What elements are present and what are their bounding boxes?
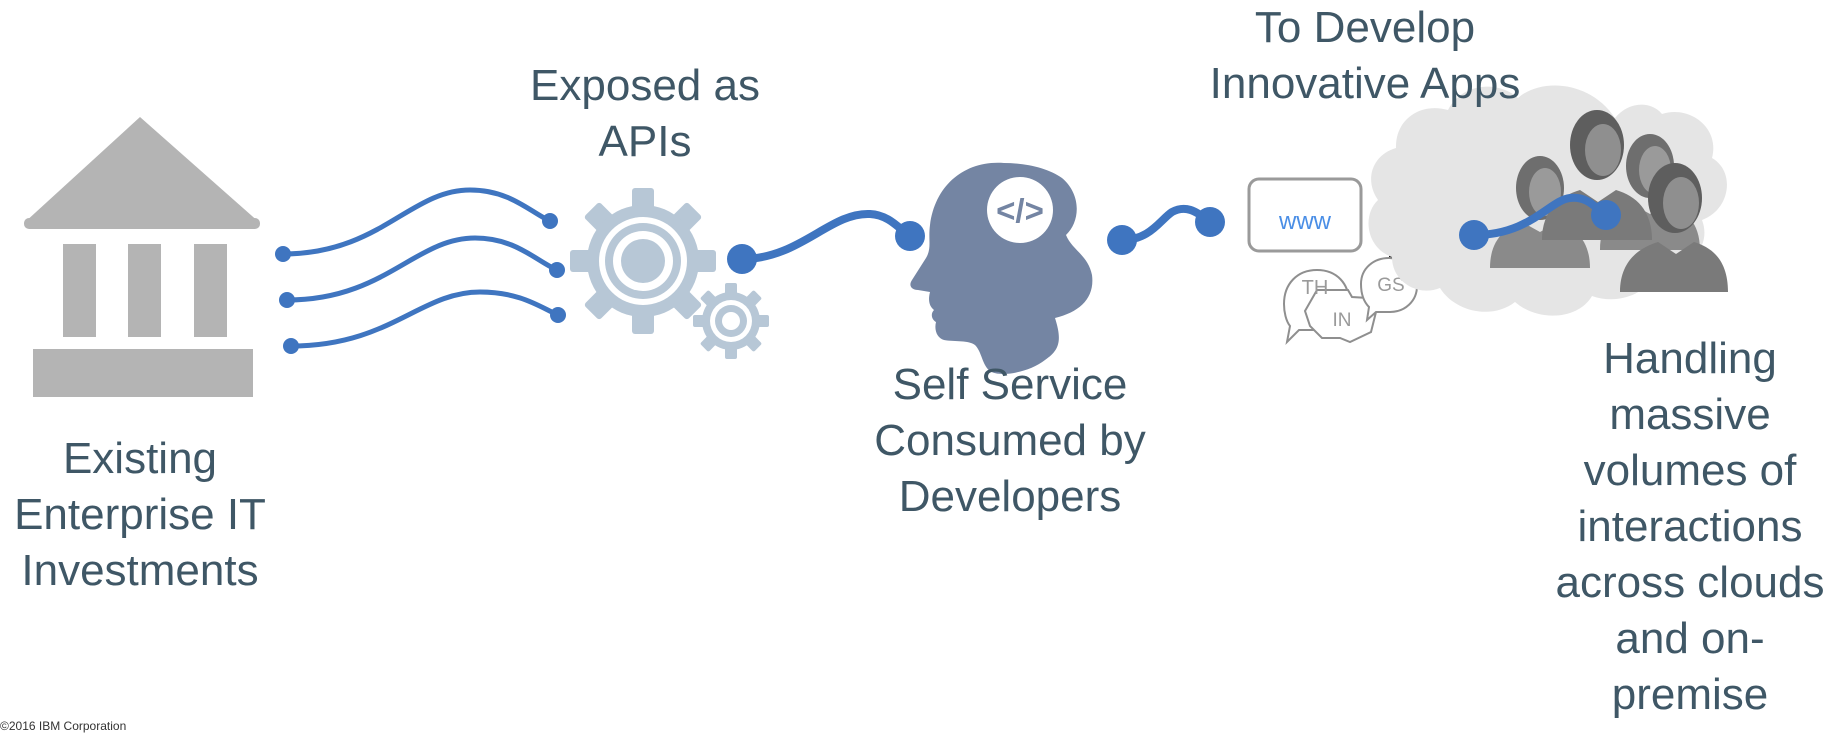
label-line: Exposed as: [530, 61, 760, 110]
label-line: massive: [1609, 390, 1771, 439]
label-line: Existing: [62, 434, 218, 483]
connector-dot: [549, 262, 565, 278]
bubble-in-label: IN: [1333, 310, 1352, 331]
connector-dot: [283, 338, 299, 354]
label-line: interactions: [1577, 502, 1803, 551]
label-line: Innovative Apps: [1209, 59, 1521, 108]
gears-icon: [570, 188, 769, 359]
connector-dot: [1195, 207, 1225, 237]
connector-dot: [542, 213, 558, 229]
label-line: Handling: [1603, 334, 1777, 383]
label-line: Investments: [21, 546, 259, 595]
connector-dot: [279, 292, 295, 308]
bank-building-icon: [24, 117, 260, 397]
copyright-notice: ©2016 IBM Corporation: [0, 719, 127, 733]
label-line: premise: [1611, 670, 1769, 719]
api-connector-lines: [280, 187, 561, 349]
label-line: To Develop: [1254, 3, 1476, 52]
label-apis: Exposed as APIs: [500, 58, 790, 170]
connector-dot: [1459, 220, 1489, 250]
connector-developers-to-apps: [1107, 204, 1225, 255]
label-line: Developers: [898, 472, 1122, 521]
bubble-th-label: TH: [1302, 277, 1329, 299]
connector-line-1: [280, 187, 553, 257]
connector-dot: [727, 244, 757, 274]
label-developers: Self Service Consumed by Developers: [850, 357, 1170, 525]
bubble-gs-label: GS: [1377, 275, 1404, 296]
connector-dot: [1107, 225, 1137, 255]
label-line: Enterprise IT: [14, 490, 266, 539]
connector-line-3: [288, 289, 561, 349]
label-users: Handling massive volumes of interactions…: [1540, 331, 1840, 723]
connector-apis-to-developers: [727, 209, 925, 274]
label-apps: To Develop Innovative Apps: [1175, 0, 1555, 112]
connector-dot: [1591, 200, 1621, 230]
www-label: www: [1278, 208, 1332, 235]
label-line: across clouds: [1555, 558, 1825, 607]
users-cloud-icon: [1368, 85, 1728, 316]
connector-dot: [275, 246, 291, 262]
connector-apps-to-users: [1459, 193, 1621, 250]
label-line: Consumed by: [874, 416, 1146, 465]
connector-dot: [550, 307, 566, 323]
connector-dot: [895, 221, 925, 251]
user-silhouette-icon: [1620, 163, 1728, 292]
label-line: volumes of: [1583, 446, 1797, 495]
browser-window-icon: [1247, 177, 1363, 253]
label-line: Self Service: [892, 360, 1128, 409]
label-enterprise-it: Existing Enterprise IT Investments: [0, 431, 280, 599]
developer-head-icon: </>: [910, 162, 1093, 374]
code-symbol: </>: [996, 192, 1044, 229]
connector-line-2: [284, 235, 560, 303]
label-line: and on-: [1615, 614, 1765, 663]
label-line: APIs: [598, 117, 692, 166]
